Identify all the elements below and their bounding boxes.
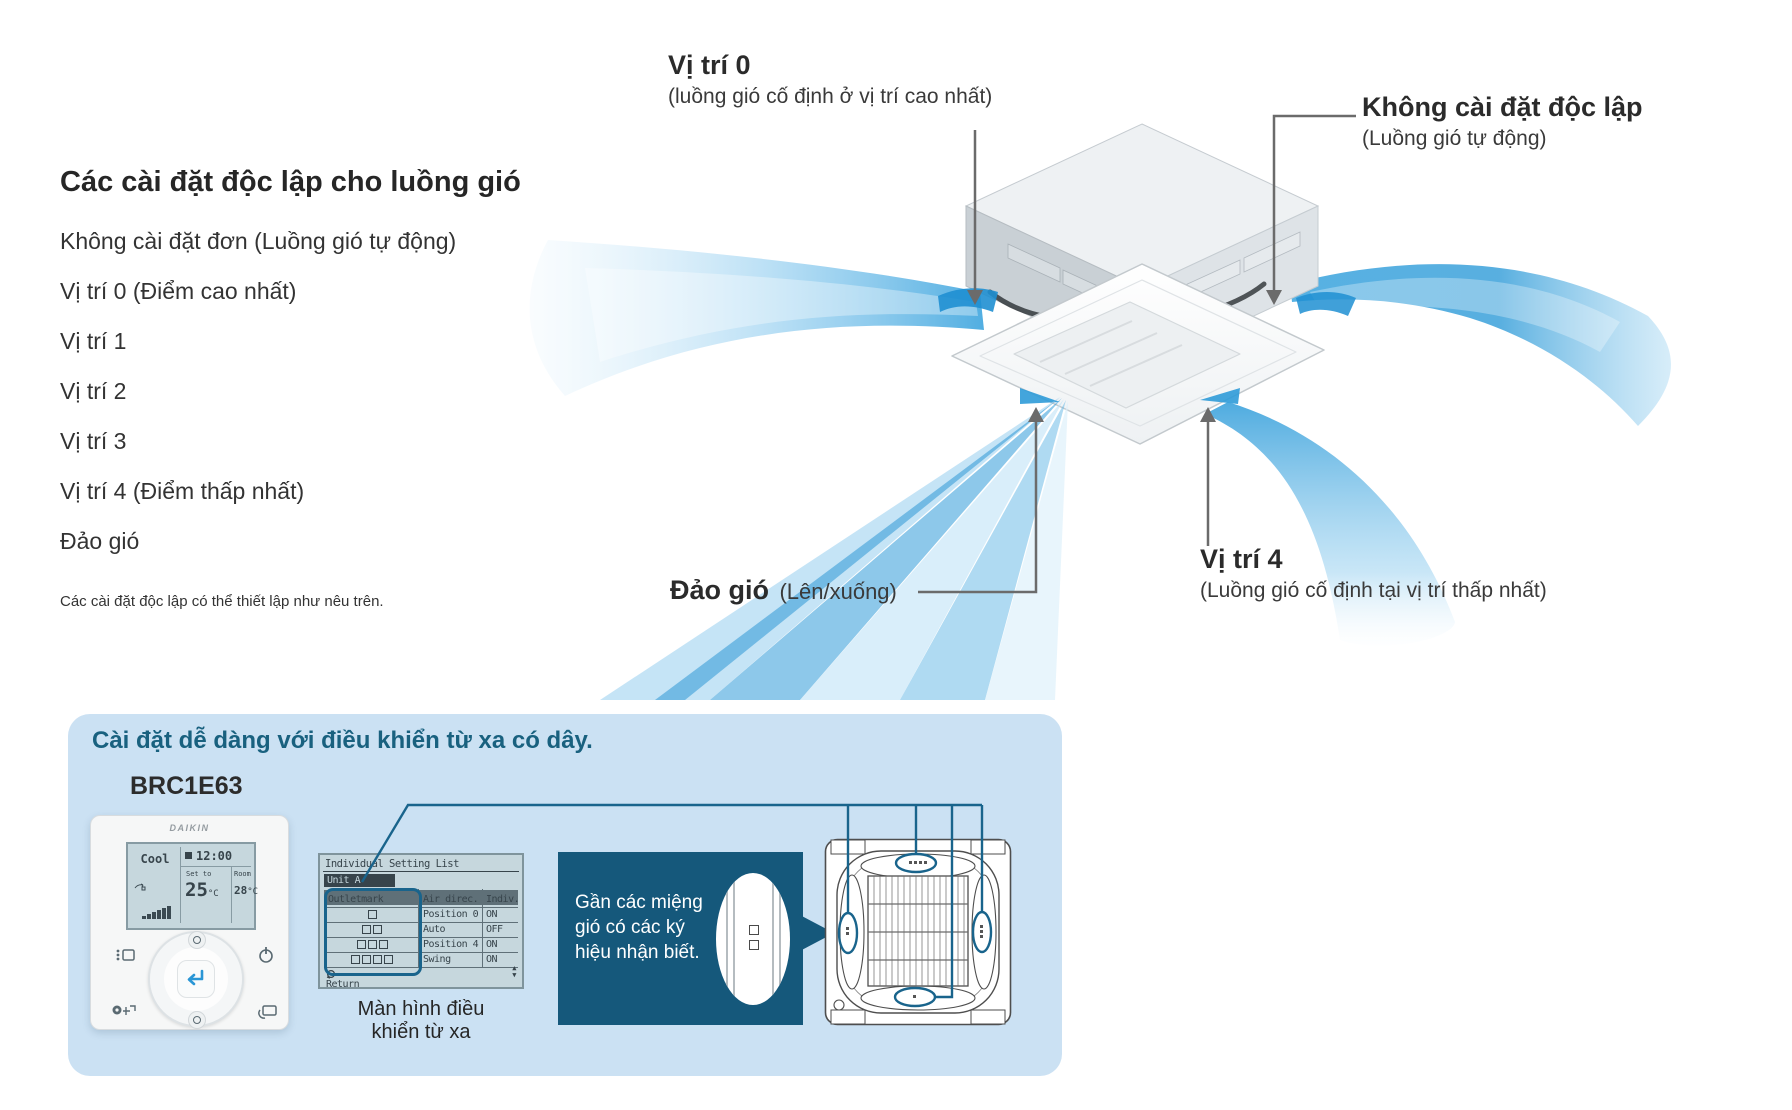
list-item: Vị trí 1 [60,328,127,354]
enter-button [177,960,215,998]
screen-title: Individual Setting List [325,858,459,870]
lcd-divider [181,866,251,867]
callout-title: Vị trí 4 [1200,544,1283,574]
louver-line [772,873,774,1005]
down-glyph [193,1016,201,1024]
time-tag [185,852,192,859]
list-item: Vị trí 2 [60,378,127,404]
direction-cell: Swing [423,954,451,965]
callout-subtitle: (Luồng gió tự động) [1362,127,1547,150]
list-item: Vị trí 4 (Điểm thấp nhất) [60,478,305,504]
screen-caption: Màn hình điều khiển từ xa [357,998,485,1043]
outlet-marks [328,937,416,952]
outlet-mark-note-box: Gần các miệng gió có các ký hiệu nhận bi… [558,852,834,1025]
grid-line [482,889,483,967]
callout-swing: Đảo gió (Lên/xuống) [670,575,897,606]
state-cell: ON [486,939,498,950]
dial-down-button [188,1011,206,1029]
remote-model-label: BRC1E63 [130,772,243,800]
remote-control: DAIKIN Cool 12:00 Set to 25°C Room 28°C [90,815,289,1030]
callout-subtitle: (luồng gió cố định ở vị trí cao nhất) [668,85,993,108]
outlet-marks [328,952,416,967]
brand-logo: DAIKIN [169,823,210,833]
airflow-settings-title: Các cài đặt độc lập cho luồng gió [60,166,521,198]
lcd-divider [231,867,232,923]
callout-position-4: Vị trí 4 (Luồng gió cố định tại vị trí t… [1200,544,1547,603]
callout-arrows [918,114,1356,594]
lcd-divider [180,847,181,923]
mode-value: Cool [140,852,170,866]
room-temp-value: 28°C [234,884,259,897]
louver-line [733,873,735,1005]
menu-button [258,1005,277,1019]
grid-line [418,889,419,967]
column-header: Indiv. [486,894,520,905]
callout-no-individual: Không cài đặt độc lập (Luồng gió tự động… [1362,92,1643,151]
enter-arrow-icon [187,969,204,986]
louver-icon [134,883,146,891]
callout-title: Đảo gió [670,575,769,605]
outlet-marks [328,922,416,937]
fan-speed-bars [142,906,171,919]
state-cell: OFF [486,924,503,935]
room-label: Room [234,870,251,878]
outlet-accents [938,288,1356,404]
cassette-bottom-view [824,838,1012,1026]
direction-cell: Position 4 [423,939,479,950]
callout-title: Không cài đặt độc lập [1362,92,1643,122]
power-button [259,947,273,963]
panel-title: Cài đặt dễ dàng với điều khiển từ xa có … [92,727,593,754]
airflow-right-band [1290,264,1671,426]
direction-cell: Auto [423,924,446,935]
state-cell: ON [486,954,498,965]
setting-list-screen: Individual Setting List Unit A Outletmar… [318,853,524,990]
navigation-dial [148,931,244,1029]
list-item: Không cài đặt đơn (Luồng gió tự động) [60,228,457,254]
list-item: Đảo gió [60,528,140,554]
note-text: Gần các miệng gió có các ký hiệu nhận bi… [575,892,703,963]
up-glyph [193,936,201,944]
airflow-bottom-fan [600,397,1068,700]
remote-lcd: Cool 12:00 Set to 25°C Room 28°C [126,842,259,930]
dial-up-button [188,931,206,949]
outlet-mark-square [749,925,759,935]
callout-position-0: Vị trí 0 (luồng gió cố định ở vị trí cao… [668,50,992,109]
airflow-left-band [529,240,984,396]
callout-subtitle: (Luồng gió cố định tại vị trí thấp nhất) [1200,579,1547,602]
state-cell: ON [486,909,498,920]
callout-title: Vị trí 0 [668,50,751,80]
airflow-settings-list: Không cài đặt đơn (Luồng gió tự động) Vị… [60,228,456,578]
set-temp-value: 25°C [185,879,219,901]
airflow-bottom-right-band [1205,402,1455,646]
outletmark-highlight [324,888,422,976]
time-value: 12:00 [196,849,233,863]
magnified-outlet-view [716,873,790,1005]
outlet-marks [328,907,416,922]
wired-remote-panel: Cài đặt dễ dàng với điều khiển từ xa có … [68,714,1062,1076]
fan-setting-button [112,1005,136,1015]
scroll-arrows-icon: ▲ ▼ [512,964,516,979]
list-item: Vị trí 0 (Điểm cao nhất) [60,278,297,304]
settings-footnote: Các cài đặt độc lập có thể thiết lập như… [60,593,384,610]
louver-line [726,873,728,1005]
column-header: Air direc. [423,894,479,905]
display-mode-button [116,949,135,961]
title-rule [323,871,519,872]
cassette-unit-3d [951,123,1325,445]
set-to-label: Set to [186,870,212,878]
louver-line [779,873,781,1005]
outlet-mark-square [749,940,759,950]
list-item: Vị trí 3 [60,428,127,454]
callout-subtitle: (Lên/xuống) [779,579,897,604]
unit-selector: Unit A [324,874,395,887]
direction-cell: Position 0 [423,909,479,920]
column-header: Outletmark [328,894,384,905]
